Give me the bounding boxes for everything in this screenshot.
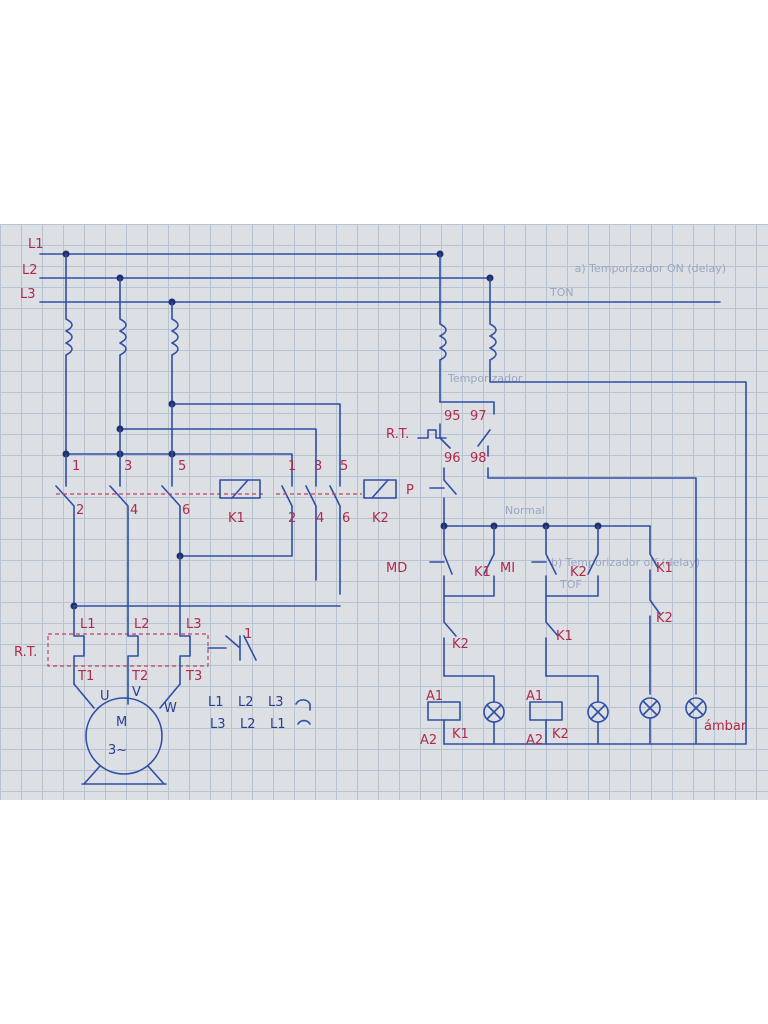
svg-text:1: 1 (244, 627, 252, 642)
ghost-text-temporizador: Temporizador (447, 372, 523, 385)
k2-coil-a1: A1 (526, 689, 543, 704)
rotation-ccw-icon (297, 719, 311, 725)
k1-terminal-4: 4 (130, 503, 138, 518)
k2-control-coil (529, 701, 563, 721)
label-l3: L3 (20, 287, 36, 302)
k2-interlock-label: K1 (556, 629, 573, 644)
k2-coil-label: K2 (372, 511, 389, 526)
md-button-label: MD (386, 561, 407, 576)
k1-coil-a2: A2 (420, 733, 437, 748)
motor-sub: 3~ (108, 743, 127, 758)
k1-control-coil (427, 701, 461, 721)
k2-terminal-3: 3 (314, 459, 322, 474)
k2-terminal-4: 4 (316, 511, 324, 526)
alarm-lamp-label: ámbar (704, 719, 747, 734)
rt-in-l2: L2 (134, 617, 150, 632)
k1-main-contacts: 1 3 5 2 4 6 K1 (55, 459, 266, 607)
k2-terminal-5: 5 (340, 459, 348, 474)
power-thermal-relay: L1 L2 L3 R.T. 1 T1 T2 T3 (14, 555, 257, 685)
ghost-text-b: b) Temporizador off (delay) (551, 556, 700, 569)
ghost-text-tof: TOF (559, 578, 582, 591)
k1-coil-symbol (219, 479, 261, 499)
motor-term-v: V (132, 685, 141, 700)
supply-lines: L1 L2 L3 (20, 237, 721, 306)
k1-terminal-6: 6 (182, 503, 190, 518)
svg-text:L3: L3 (210, 717, 226, 732)
wiring-diagram: a) Temporizador ON (delay) TON Temporiza… (14, 237, 747, 785)
ghost-text-ton: TON (549, 286, 574, 299)
k2-coil-a2: A2 (526, 733, 543, 748)
label-l1: L1 (28, 237, 44, 252)
rt-out-t3: T3 (185, 669, 202, 684)
mi-button-label: MI (500, 561, 515, 576)
k1-terminal-1: 1 (72, 459, 80, 474)
rt-in-l3: L3 (186, 617, 202, 632)
k1-interlock-label: K2 (452, 637, 469, 652)
k1-terminal-3: 3 (124, 459, 132, 474)
k1-hold-contact-label: K1 (474, 565, 491, 580)
k1-coil-a1: A1 (426, 689, 443, 704)
k2-hold-contact-label: K2 (570, 565, 587, 580)
svg-text:L1: L1 (208, 695, 224, 710)
svg-text:L1: L1 (270, 717, 286, 732)
svg-text:L2: L2 (238, 695, 254, 710)
k1-terminal-2: 2 (76, 503, 84, 518)
k1-terminal-5: 5 (178, 459, 186, 474)
reversing-bridge (62, 400, 341, 487)
svg-text:L3: L3 (268, 695, 284, 710)
rt-contact-95: 95 (444, 409, 461, 424)
svg-text:L2: L2 (240, 717, 256, 732)
rt-out-t1: T1 (77, 669, 94, 684)
k2-main-contacts: 1 3 5 2 4 6 K2 (70, 459, 397, 610)
ghost-text-a: a) Temporizador ON (delay) (575, 262, 726, 275)
k2-lamp-contact-label: K2 (656, 611, 673, 626)
rt-out-t2: T2 (131, 669, 148, 684)
k2-terminal-1: 1 (288, 459, 296, 474)
k2-coil-name: K2 (552, 727, 569, 742)
k2-coil-symbol (363, 479, 397, 499)
motor-term-w: W (164, 701, 177, 716)
power-rt-label: R.T. (14, 645, 37, 660)
phase-sequence-note: L1 L2 L3 L3 L2 L1 (208, 695, 311, 732)
notebook-photo: a) Temporizador ON (delay) TON Temporiza… (0, 224, 768, 800)
rt-in-l1: L1 (80, 617, 96, 632)
rt-contact-98: 98 (470, 451, 487, 466)
stop-button-label: P (406, 483, 414, 498)
rt-contact-96: 96 (444, 451, 461, 466)
k2-terminal-6: 6 (342, 511, 350, 526)
k1-coil-name: K1 (452, 727, 469, 742)
ghost-text-normal: Normal (505, 504, 545, 517)
rotation-cw-icon (295, 699, 311, 711)
k2-terminal-2: 2 (288, 511, 296, 526)
label-l2: L2 (22, 263, 38, 278)
power-fuses (65, 253, 179, 455)
k1-lamp-contact-label: K1 (656, 561, 673, 576)
k1-coil-label: K1 (228, 511, 245, 526)
motor-label: M (116, 715, 127, 730)
motor-circle (85, 697, 163, 775)
control-circuit: 95 97 R.T. 96 98 P MD K1 K2 MI K2 K1 K1 … (386, 253, 747, 748)
motor-term-u: U (100, 689, 110, 704)
motor: U V W M 3~ (73, 683, 181, 785)
rt-contact-97: 97 (470, 409, 487, 424)
control-rt-label: R.T. (386, 427, 409, 442)
